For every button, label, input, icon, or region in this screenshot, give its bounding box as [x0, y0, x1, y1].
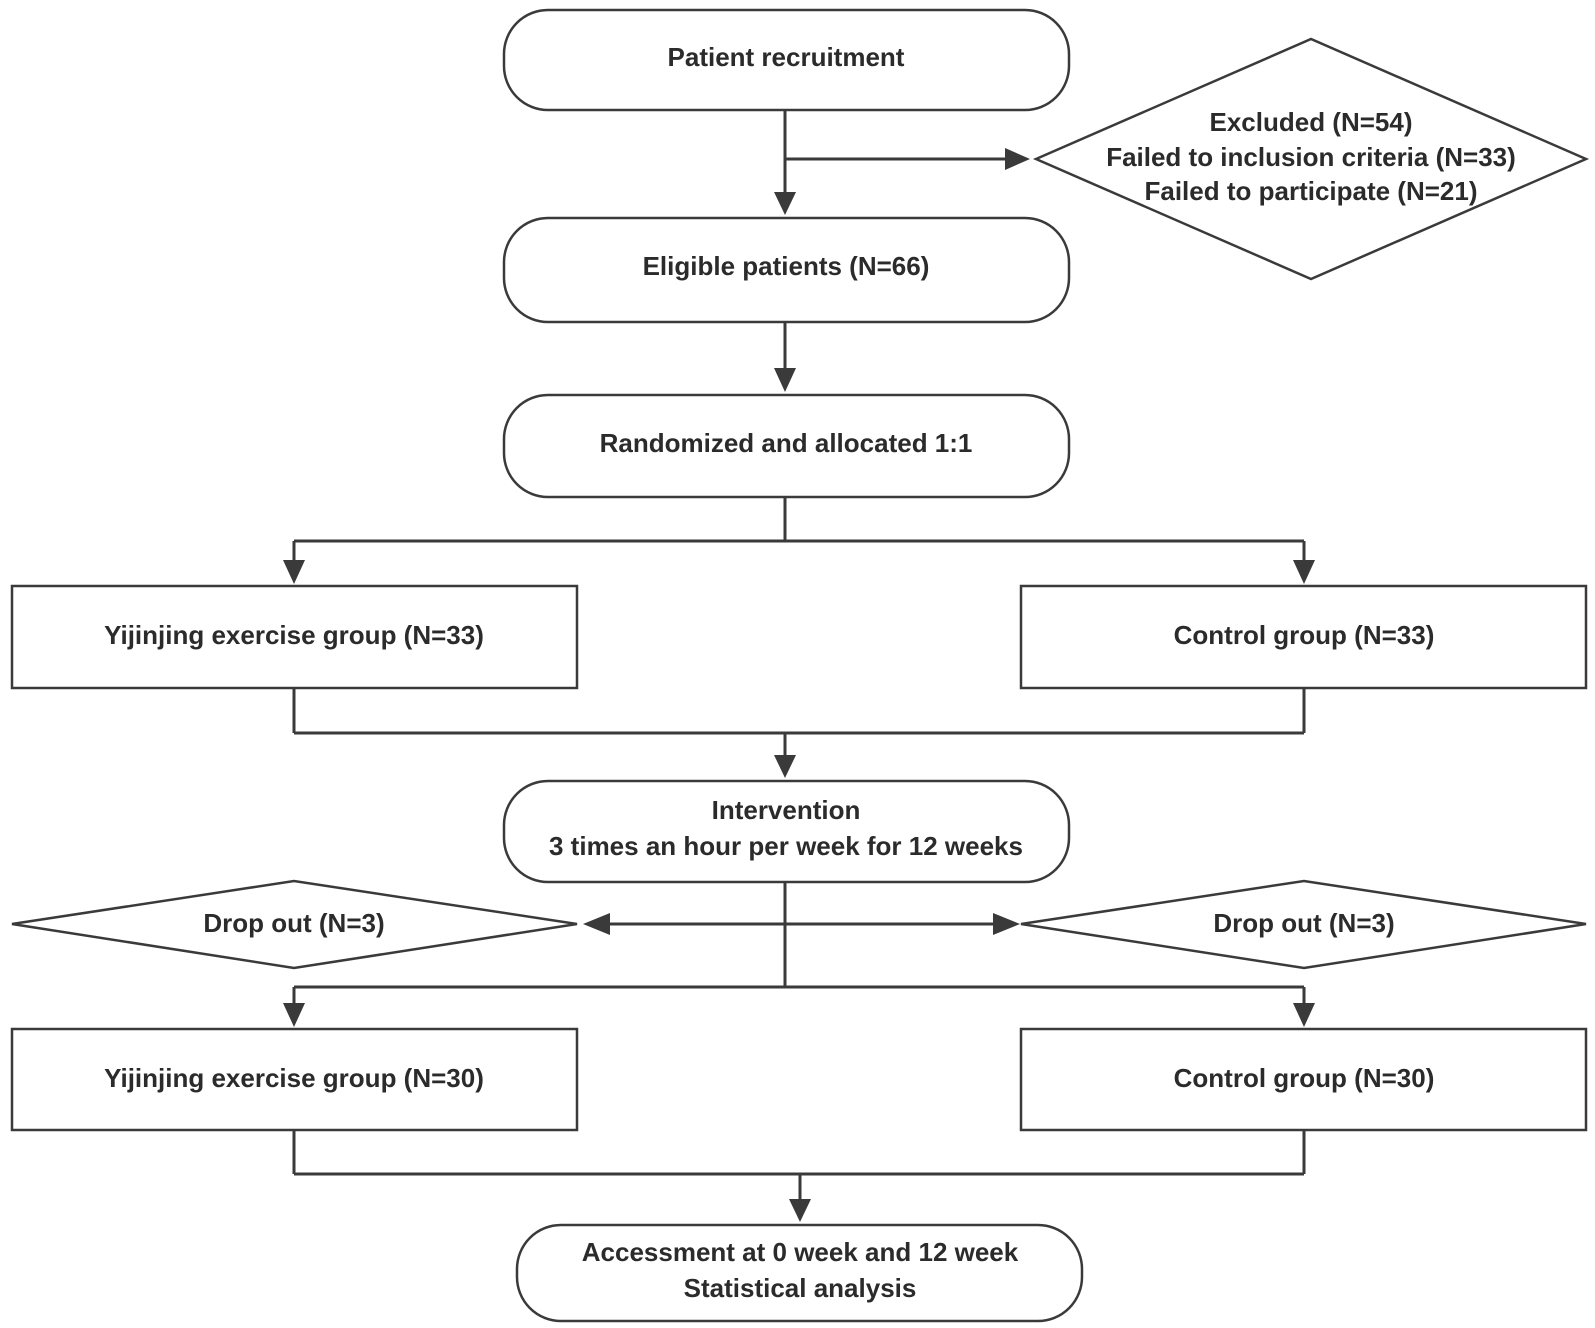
arrowhead-randomized — [774, 368, 796, 392]
arrowhead-yijinjing-initial — [283, 560, 305, 584]
node-excluded-shape — [1032, 37, 1590, 281]
arrowhead-control-final — [1293, 1003, 1315, 1027]
node-control-initial-label: Control group (N=33) — [1174, 620, 1435, 650]
node-yijinjing-final: Yijinjing exercise group (N=30) — [10, 1027, 579, 1132]
node-recruitment-shape — [502, 8, 1071, 112]
node-control-initial: Control group (N=33) — [1019, 584, 1588, 690]
node-dropout-left-shape — [11, 879, 578, 970]
node-intervention-label-line-1: Intervention — [712, 795, 861, 825]
node-yijinjing-final-label: Yijinjing exercise group (N=30) — [104, 1063, 484, 1093]
node-excluded-label-line-3: Failed to participate (N=21) — [1144, 176, 1477, 206]
arrowhead-excluded — [1005, 148, 1030, 170]
node-eligible-shape — [502, 216, 1071, 324]
node-intervention-label-line-2: 3 times an hour per week for 12 weeks — [549, 831, 1023, 861]
node-assessment: Accessment at 0 week and 12 week Statist… — [515, 1223, 1084, 1323]
node-excluded: Excluded (N=54) Failed to inclusion crit… — [1032, 37, 1590, 281]
node-yijinjing-initial-label: Yijinjing exercise group (N=33) — [104, 620, 484, 650]
node-randomized-shape — [502, 393, 1071, 499]
arrowhead-control-initial — [1293, 560, 1315, 584]
node-eligible-label: Eligible patients (N=66) — [643, 251, 930, 281]
arrowhead-assessment — [789, 1199, 811, 1222]
node-dropout-left-label: Drop out (N=3) — [203, 908, 384, 938]
node-dropout-right: Drop out (N=3) — [1020, 879, 1587, 970]
node-control-initial-shape — [1019, 584, 1588, 690]
node-intervention: Intervention 3 times an hour per week fo… — [502, 779, 1071, 884]
arrowhead-dropout-right — [993, 913, 1020, 935]
node-randomized-label: Randomized and allocated 1:1 — [600, 428, 973, 458]
node-dropout-right-label: Drop out (N=3) — [1213, 908, 1394, 938]
node-dropout-left: Drop out (N=3) — [11, 879, 578, 970]
node-control-final: Control group (N=30) — [1019, 1027, 1588, 1132]
node-assessment-label-line-1: Accessment at 0 week and 12 week — [582, 1237, 1019, 1267]
node-excluded-label-line-2: Failed to inclusion criteria (N=33) — [1106, 142, 1516, 172]
node-eligible: Eligible patients (N=66) — [502, 216, 1071, 324]
node-intervention-shape — [502, 779, 1071, 884]
node-yijinjing-initial: Yijinjing exercise group (N=33) — [10, 584, 579, 690]
node-assessment-label-line-2: Statistical analysis — [684, 1273, 917, 1303]
node-dropout-right-shape — [1020, 879, 1587, 970]
node-recruitment-label: Patient recruitment — [668, 42, 905, 72]
node-recruitment: Patient recruitment — [502, 8, 1071, 112]
arrowhead-eligible — [774, 192, 796, 215]
arrowhead-intervention — [774, 755, 796, 778]
node-excluded-label-line-1: Excluded (N=54) — [1209, 107, 1412, 137]
node-assessment-shape — [515, 1223, 1084, 1323]
node-control-final-shape — [1019, 1027, 1588, 1132]
node-randomized: Randomized and allocated 1:1 — [502, 393, 1071, 499]
node-yijinjing-final-shape — [10, 1027, 579, 1132]
node-control-final-label: Control group (N=30) — [1174, 1063, 1435, 1093]
arrowhead-yijinjing-final — [283, 1003, 305, 1027]
connectors — [283, 110, 1315, 1222]
arrowhead-dropout-left — [583, 913, 610, 935]
node-yijinjing-initial-shape — [10, 584, 579, 690]
